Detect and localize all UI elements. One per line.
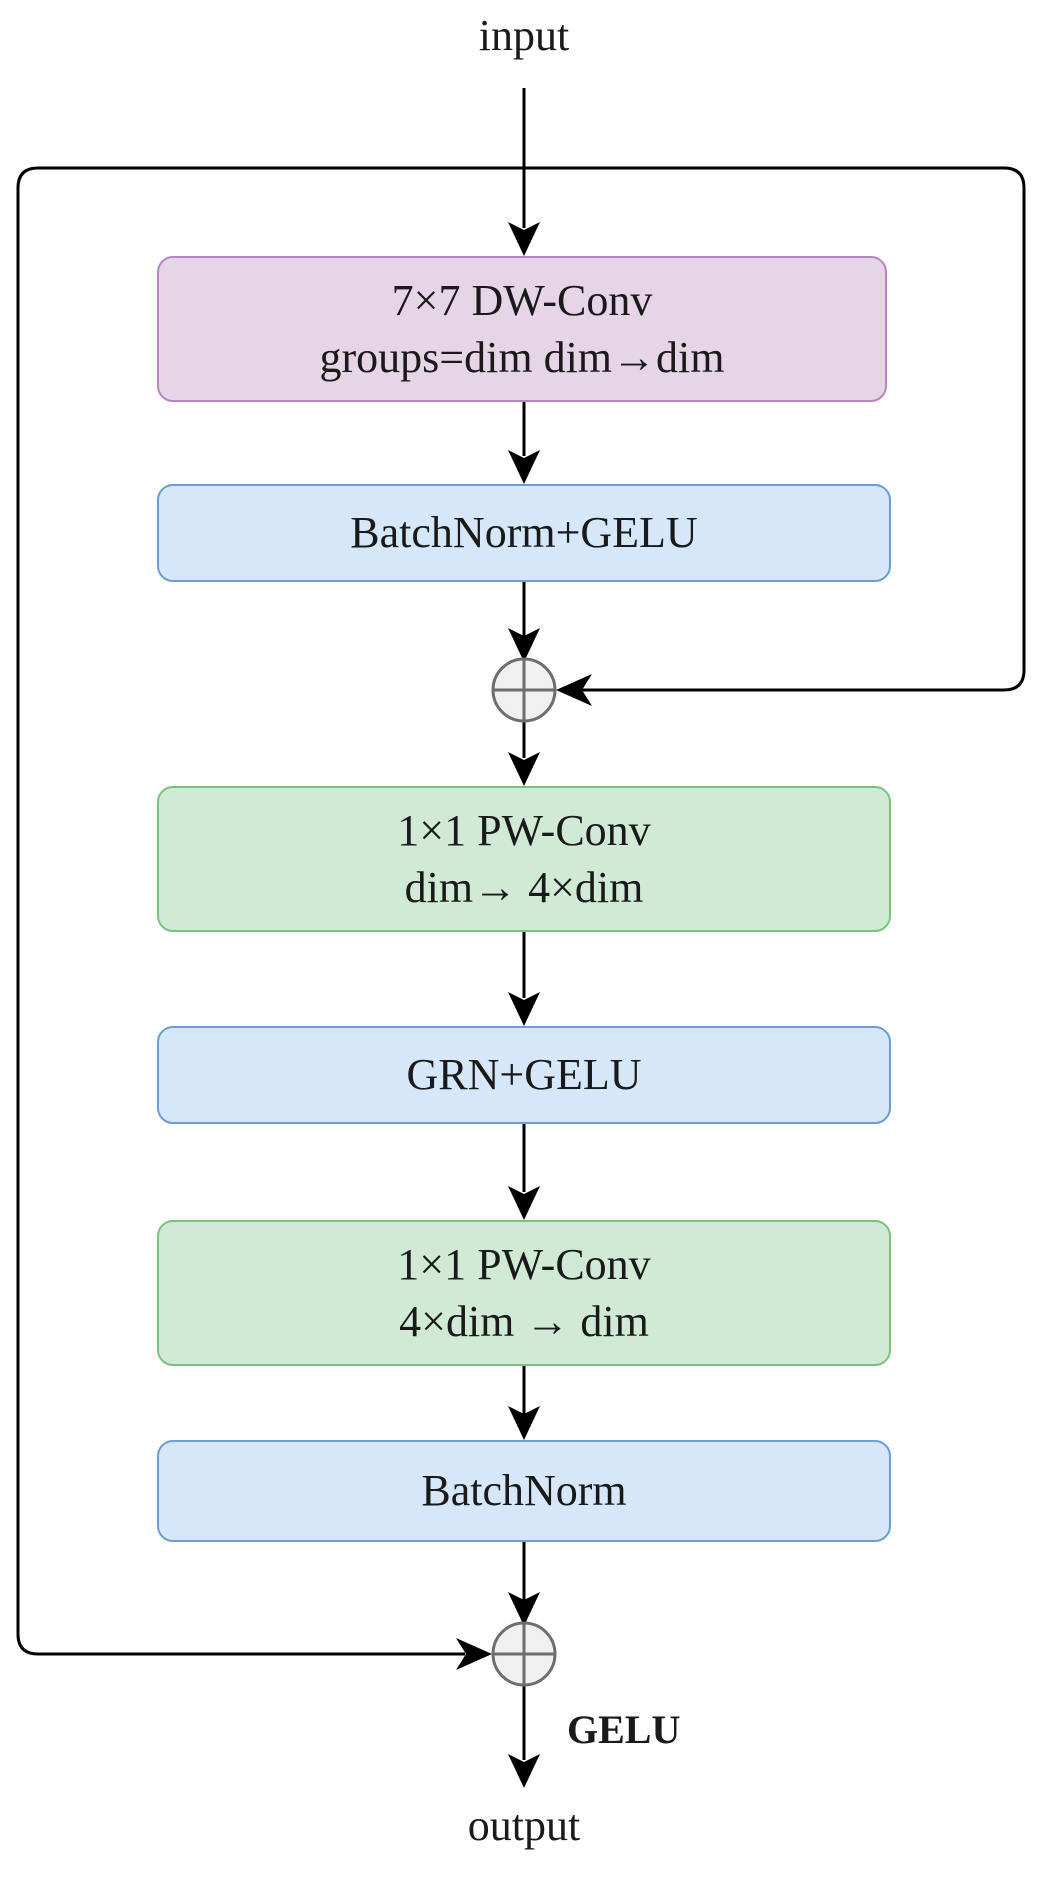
arrow-pwconv2-to-bn2-head [508,1406,540,1440]
batchnorm-gelu-block: BatchNorm+GELU [157,484,891,582]
pw-conv-1-block: 1×1 PW-Conv dim→ 4×dim [157,786,891,932]
arrow-grn-to-pwconv2-head [508,1186,540,1220]
arrow-pwconv1-to-grn-head [508,992,540,1026]
pw-conv-1-title: 1×1 PW-Conv [397,805,651,855]
batchnorm-block: BatchNorm [157,1440,891,1542]
activation-label: GELU [567,1707,681,1752]
output-label: output [467,1801,581,1850]
arrow-input-to-dwconv-head [508,222,540,256]
skip-connection-2 [16,166,524,1656]
grn-gelu-block: GRN+GELU [157,1026,891,1124]
pw-conv-2-title: 1×1 PW-Conv [397,1239,651,1289]
pw-conv-1-params: dim→ 4×dim [404,863,644,912]
add-node-2 [491,1621,557,1687]
input-label: input [478,11,570,60]
pw-conv-2-params: 4×dim → dim [399,1297,649,1346]
skip-connection-1-arrowhead [556,674,592,706]
arrow-add2-to-output-head [508,1754,540,1788]
pw-conv-2-block: 1×1 PW-Conv 4×dim → dim [157,1220,891,1366]
arrow-dwconv-to-bn-head [508,450,540,484]
skip-connection-1 [524,166,1026,692]
skip-connection-2-arrowhead [456,1638,492,1670]
add-node-1 [491,657,557,723]
grn-gelu-label: GRN+GELU [406,1050,642,1100]
arrow-bn2-to-add2-head [508,1592,540,1626]
arrow-bn-to-add1-head [508,628,540,662]
arrow-add1-to-pwconv1-head [508,752,540,786]
batchnorm-label: BatchNorm [421,1466,627,1516]
batchnorm-gelu-label: BatchNorm+GELU [350,508,698,558]
dw-conv-title: 7×7 DW-Conv [391,275,653,325]
dw-conv-block: 7×7 DW-Conv groups=dim dim→dim [157,256,887,402]
dw-conv-params: groups=dim dim→dim [319,333,725,382]
